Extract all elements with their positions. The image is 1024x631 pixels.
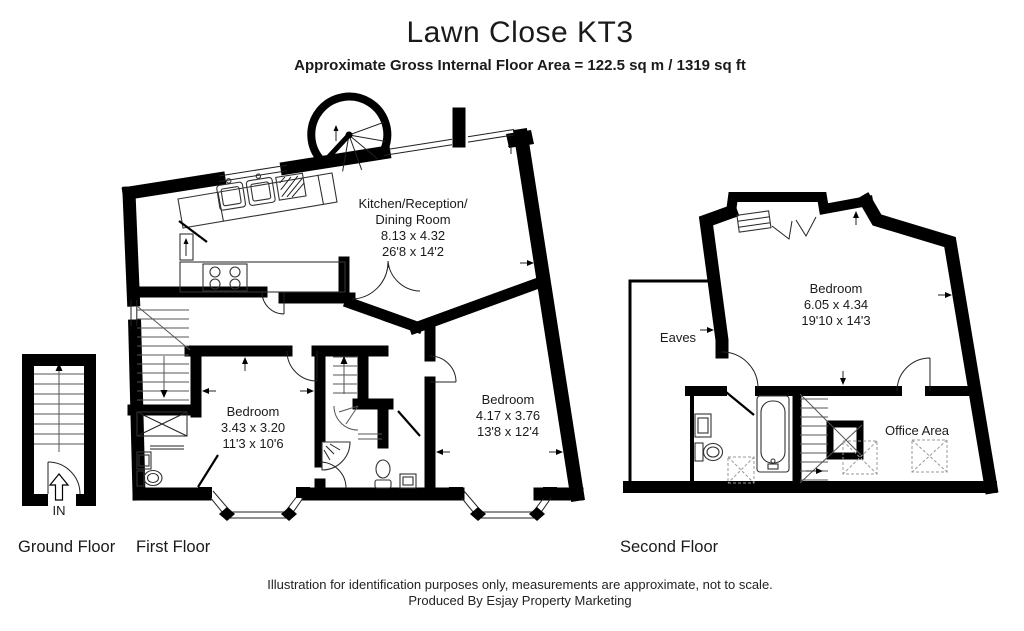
bedroom-left-name: Bedroom (226, 404, 280, 419)
center-sink-icon (399, 473, 417, 489)
second-floor-doors (721, 351, 931, 392)
left-bathroom-sink-icon (136, 451, 152, 470)
entrance-in-label: IN (52, 503, 66, 518)
left-bathroom (136, 411, 219, 488)
ground-floor-plan (22, 354, 96, 506)
page-subtitle: Approximate Gross Internal Floor Area = … (294, 57, 746, 74)
second-bedroom-name: Bedroom (809, 281, 863, 296)
second-bedroom-metric: 6.05 x 4.34 (803, 297, 869, 312)
bathtub-icon (756, 395, 790, 473)
page-title: Lawn Close KT3 (406, 16, 634, 49)
shower-tray-icon (136, 411, 188, 437)
bedroom-left-label: Bedroom 3.43 x 3.20 11'3 x 10'6 (221, 404, 285, 452)
bathroom-sink-icon (694, 413, 712, 438)
left-bathroom-door (197, 454, 219, 488)
second-floor-label: Second Floor (620, 538, 719, 556)
kitchen-tall-unit (179, 233, 194, 261)
bathroom-skylight-icon (727, 456, 755, 484)
first-floor-doors (178, 220, 457, 489)
ground-staircase-icon (34, 363, 84, 452)
spiral-staircase-icon (307, 92, 392, 172)
first-floor-windows (130, 129, 515, 326)
kitchen-metric: 8.13 x 4.32 (380, 228, 446, 243)
dormer-window-icon (736, 210, 817, 240)
disclaimer-text: Illustration for identification purposes… (267, 577, 773, 592)
first-floor-central-stairs-icon (333, 356, 382, 440)
first-floor-left-stairs-icon (136, 305, 191, 401)
bedroom-left-metric: 3.43 x 3.20 (220, 420, 286, 435)
ground-floor-label: Ground Floor (18, 538, 116, 556)
eaves-label: Eaves (659, 330, 697, 345)
kitchen-imperial: 26'8 x 14'2 (381, 244, 445, 259)
bedroom-right-imperial: 13'8 x 12'4 (476, 424, 540, 439)
first-floor-measure-arrows (202, 140, 563, 455)
first-floor-plan (121, 92, 585, 521)
second-floor-measure-arrows (700, 211, 952, 385)
office-skylight-icons (842, 439, 948, 475)
bedroom-right-label: Bedroom 4.17 x 3.76 13'8 x 12'4 (476, 392, 540, 440)
kitchen-room-label: Kitchen/Reception/ Dining Room 8.13 x 4.… (358, 196, 467, 260)
kitchen-name-line2: Dining Room (375, 212, 451, 227)
second-bedroom-label: Bedroom 6.05 x 4.34 19'10 x 14'3 (801, 281, 870, 329)
bedroom-right-metric: 4.17 x 3.76 (475, 408, 541, 423)
ground-entrance-door-arc (47, 461, 81, 495)
second-floor-outer-walls (623, 192, 999, 495)
producer-text: Produced By Esjay Property Marketing (408, 593, 632, 608)
stair-enclosure (826, 420, 864, 460)
bedroom-left-imperial: 11'3 x 10'6 (222, 436, 284, 451)
entrance-arrow-icon (48, 473, 70, 501)
second-floor-bathroom (694, 391, 790, 484)
center-shower-room (321, 441, 417, 489)
office-area-label: Office Area (884, 423, 950, 438)
kitchen-sink-icon (216, 172, 307, 211)
towel-rail-icon (150, 445, 184, 450)
center-toilet-icon (374, 459, 392, 489)
corner-shower-icon (321, 441, 351, 471)
bay-window-right (449, 487, 557, 521)
bay-window-left (198, 487, 310, 521)
left-bathroom-toilet-icon (136, 469, 163, 487)
bathroom-door (725, 391, 755, 416)
second-floor-stairs-icon (799, 393, 863, 484)
bathroom-toilet-icon (694, 442, 724, 462)
first-floor-label: First Floor (136, 538, 211, 556)
bedroom-right-name: Bedroom (481, 392, 535, 407)
ground-floor-walls (22, 354, 96, 506)
second-bedroom-imperial: 19'10 x 14'3 (801, 313, 871, 328)
second-floor-plan (623, 192, 999, 495)
second-floor-interior-walls (685, 386, 977, 492)
kitchen-name-line1: Kitchen/Reception/ (358, 196, 468, 211)
